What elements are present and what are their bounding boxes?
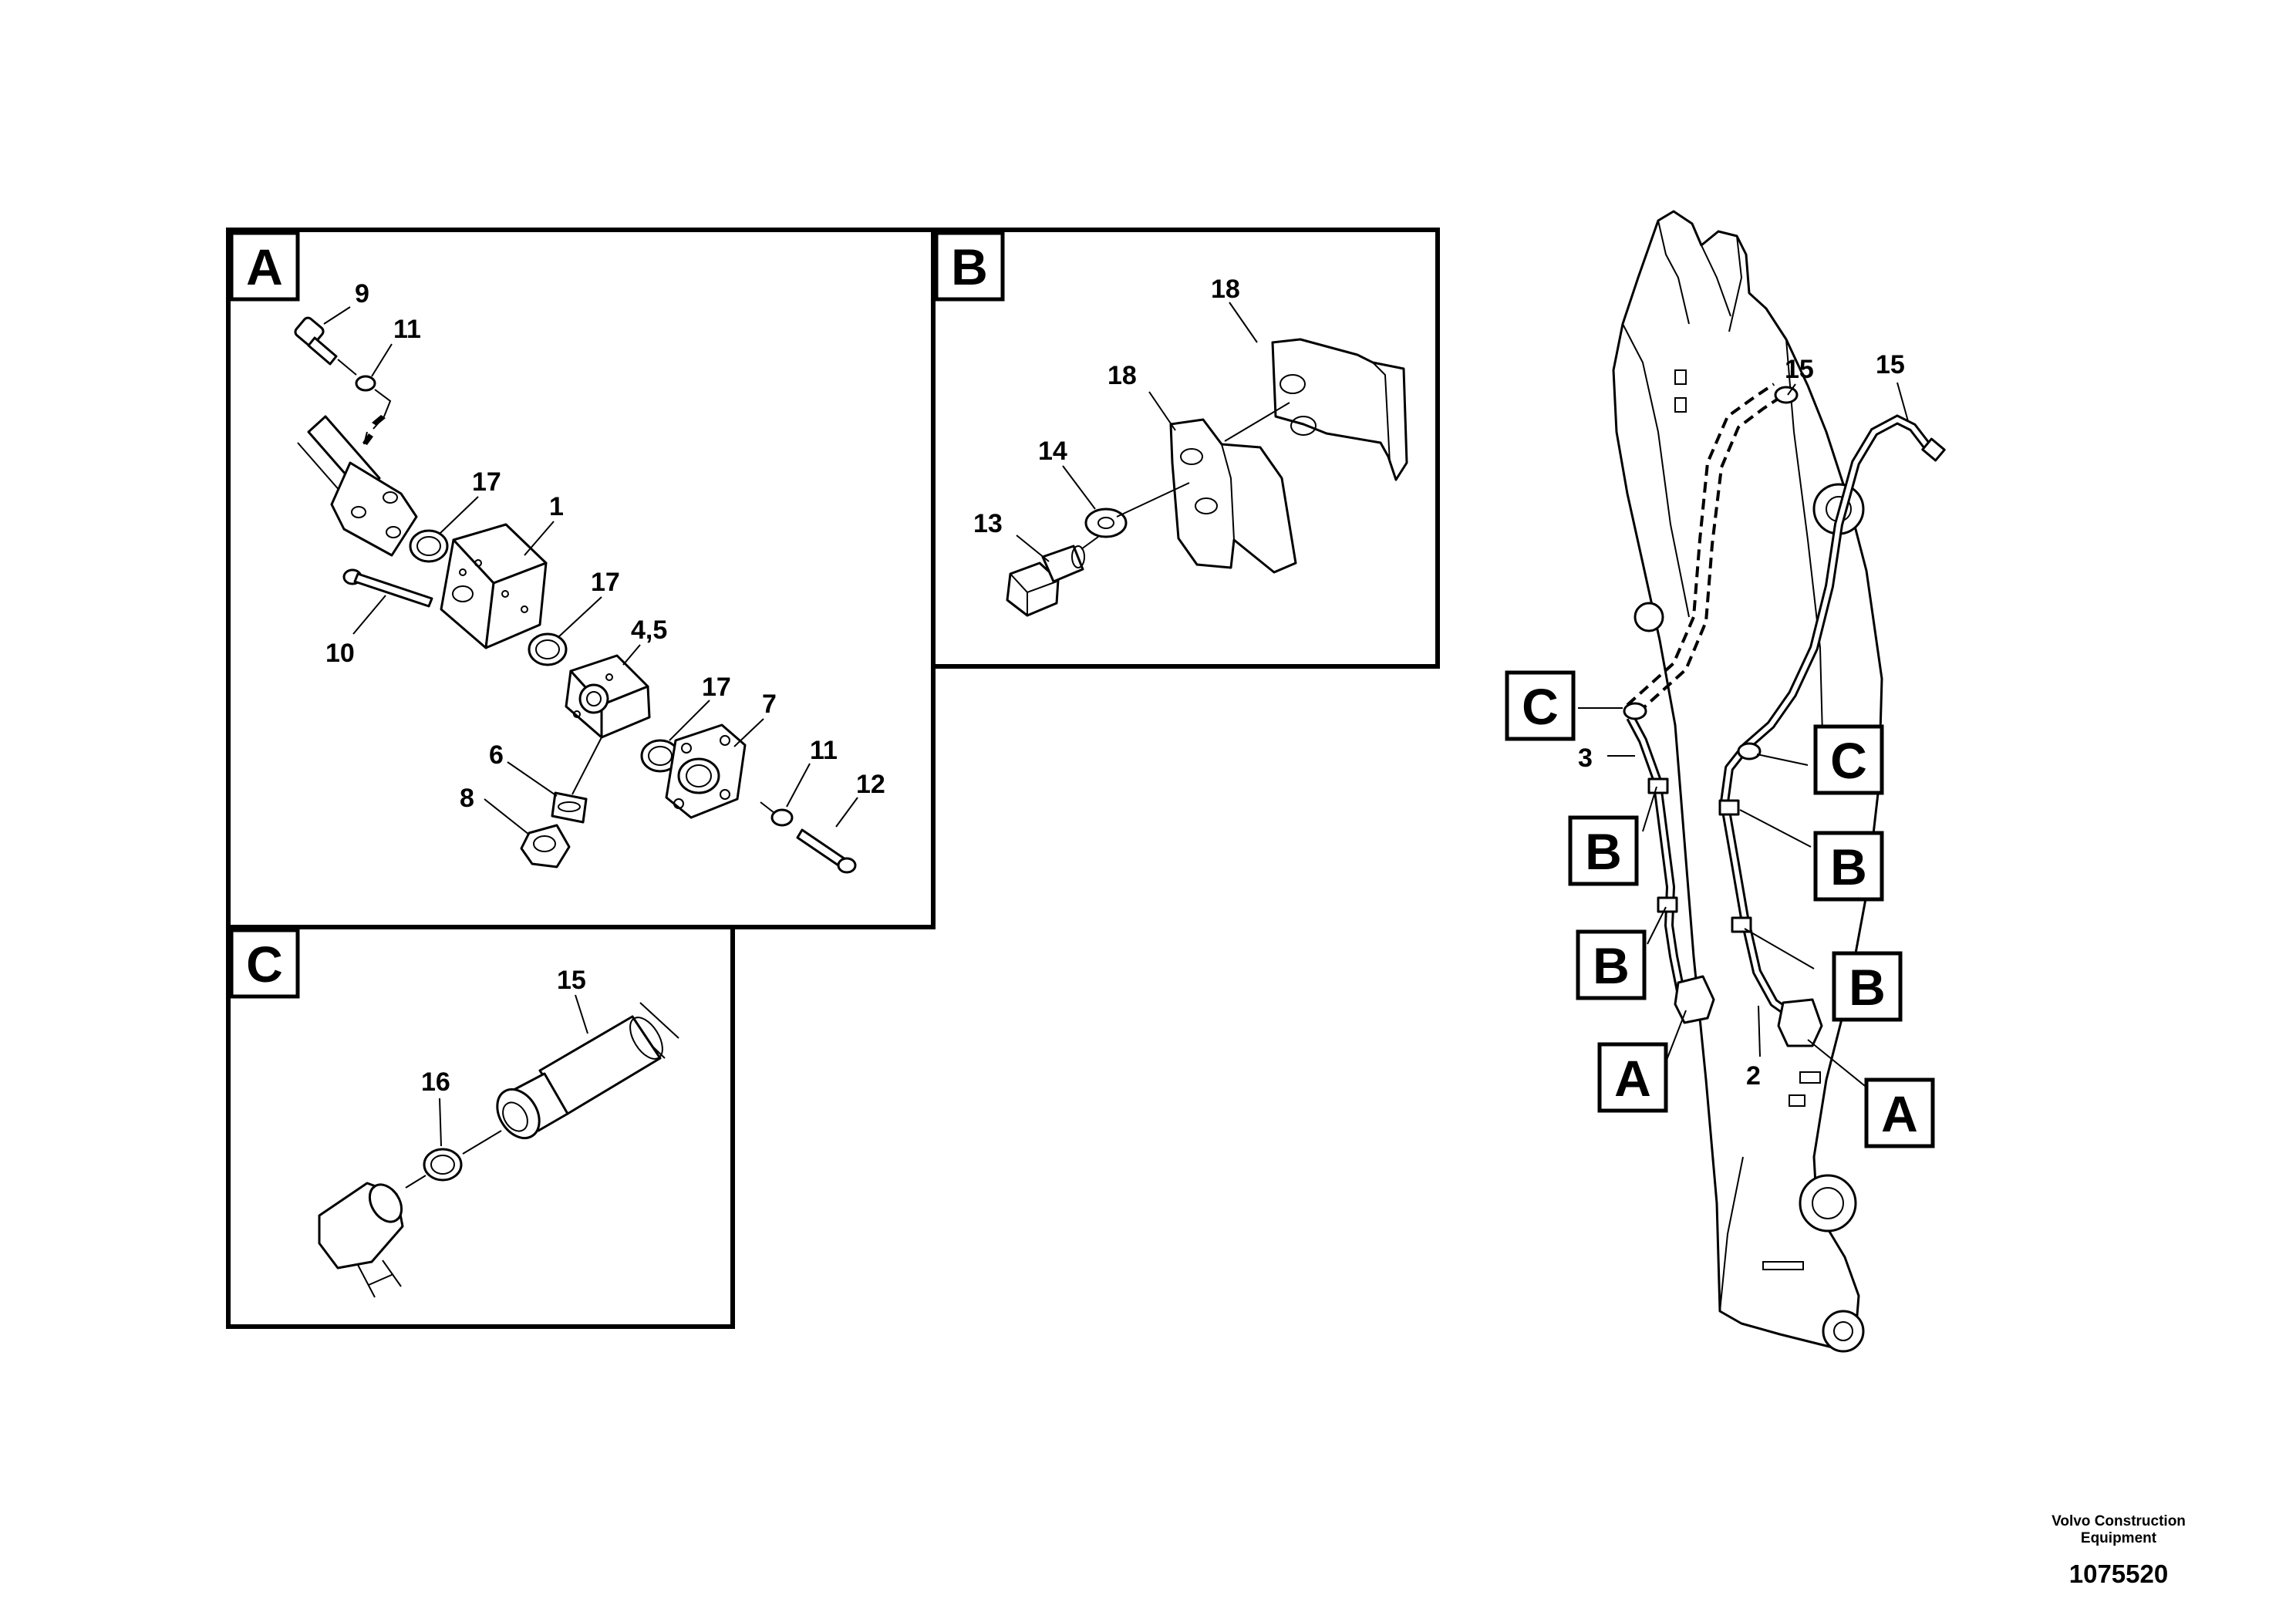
block-1 — [440, 523, 548, 649]
callout-8: 8 — [460, 784, 474, 813]
hose-15 — [496, 1002, 679, 1140]
clamp-pipe2-lower — [1731, 916, 1752, 933]
boom-outline — [1612, 210, 1883, 1350]
detail-tag-b2: B — [1830, 838, 1867, 895]
callout-17-top: 17 — [472, 467, 501, 497]
o-ring-16 — [423, 1148, 463, 1182]
o-ring-17a — [409, 529, 449, 563]
callout-15-detail: 15 — [557, 966, 586, 995]
clamp-18-rear — [1271, 338, 1408, 481]
panel-c-tag: C — [246, 936, 283, 993]
callout-12: 12 — [856, 770, 885, 799]
document-number: 1075520 — [2069, 1560, 2168, 1588]
panel-c-tag-box — [229, 928, 300, 999]
callout-14: 14 — [1038, 437, 1067, 466]
callout-16: 16 — [421, 1067, 450, 1097]
panel-a: A — [226, 228, 936, 929]
bolt-12 — [796, 828, 857, 874]
detail-tag-b4-box — [1832, 951, 1903, 1022]
callout-18-rear: 18 — [1211, 275, 1240, 304]
detail-tag-c-left: C — [1522, 678, 1559, 735]
hose-2-fitting-top — [1921, 437, 1946, 462]
panel-b-frame — [931, 228, 1440, 669]
bolt-13 — [1006, 545, 1085, 617]
callout-17-lower: 17 — [702, 673, 731, 702]
detail-tag-c-left-box — [1505, 670, 1576, 741]
detail-tag-a-right-box — [1864, 1077, 1935, 1148]
flange-7 — [665, 723, 747, 819]
callout-17-middle: 17 — [591, 568, 620, 597]
panel-b-tag-box — [934, 231, 1005, 302]
callout-6: 6 — [489, 740, 504, 770]
detail-tag-a-right: A — [1881, 1085, 1918, 1142]
detail-tag-b1-box — [1568, 815, 1639, 886]
washer-14 — [1084, 508, 1128, 538]
fitting-c-left — [1623, 702, 1647, 720]
boom-pin-lower — [1633, 602, 1664, 632]
callout-3: 3 — [1578, 744, 1593, 773]
callout-1: 1 — [549, 492, 564, 521]
boom-pin-tip — [1822, 1310, 1865, 1353]
callout-11-top: 11 — [393, 315, 421, 344]
bolt-10 — [342, 568, 433, 608]
boom-pin-middle — [1799, 1174, 1857, 1233]
washer-11-lower — [770, 808, 794, 827]
clamp-18-front — [1169, 418, 1297, 574]
callout-9: 9 — [355, 279, 369, 309]
hose-3-fitting-top — [1774, 386, 1799, 404]
block-assembly-left — [1674, 975, 1715, 1024]
callout-18-front: 18 — [1108, 361, 1137, 390]
clamp-pipe3-upper — [1647, 777, 1669, 794]
company-name-line2: Equipment — [2081, 1530, 2157, 1546]
detail-tag-c-right-box — [1813, 724, 1884, 795]
detail-tag-b3: B — [1593, 937, 1630, 994]
detail-tag-b1: B — [1585, 823, 1622, 880]
company-name-line1: Volvo Construction — [2052, 1513, 2186, 1529]
hose-3-dashed — [1626, 383, 1775, 706]
panel-a-tag: A — [246, 238, 283, 295]
callout-4-5: 4,5 — [631, 615, 667, 645]
detail-tag-b3-box — [1576, 929, 1647, 1000]
fitting-c-right — [1737, 742, 1762, 760]
panel-a-tag-box — [229, 231, 300, 302]
callout-15-overview-left: 15 — [1785, 355, 1814, 384]
panel-b: B 18 18 — [931, 228, 1440, 669]
clamp-pipe2-upper — [1718, 799, 1740, 816]
callout-10: 10 — [325, 639, 355, 668]
nipple-6 — [551, 791, 588, 824]
callout-7: 7 — [762, 690, 777, 719]
detail-tag-a-left-box — [1597, 1042, 1668, 1113]
panel-c-frame — [226, 925, 735, 1329]
elbow-fitting — [318, 1182, 404, 1298]
detail-tag-c-right: C — [1830, 732, 1867, 789]
nut-8 — [520, 824, 571, 868]
callout-13: 13 — [973, 509, 1003, 538]
flange-upper — [330, 461, 418, 557]
boom-overview: 15 15 3 2 C C B B B B A A — [1505, 210, 1946, 1353]
clamp-pipe3-lower — [1657, 896, 1678, 913]
washer-11-top — [355, 375, 376, 392]
bolt-9 — [294, 316, 338, 366]
callout-15-overview-right: 15 — [1876, 350, 1905, 379]
callout-11-lower: 11 — [810, 736, 838, 765]
detail-tag-b2-box — [1813, 831, 1884, 902]
footer: Volvo Construction Equipment 1075520 — [2052, 1513, 2186, 1588]
detail-tag-b4: B — [1849, 959, 1886, 1016]
detail-tag-a-left: A — [1614, 1050, 1651, 1107]
callout-2: 2 — [1746, 1061, 1761, 1091]
o-ring-17b — [528, 632, 568, 666]
panel-b-tag: B — [951, 238, 988, 295]
panel-c: C 15 16 — [226, 925, 735, 1329]
adapter-block-4-5 — [565, 654, 651, 739]
block-assembly-right — [1777, 998, 1823, 1047]
